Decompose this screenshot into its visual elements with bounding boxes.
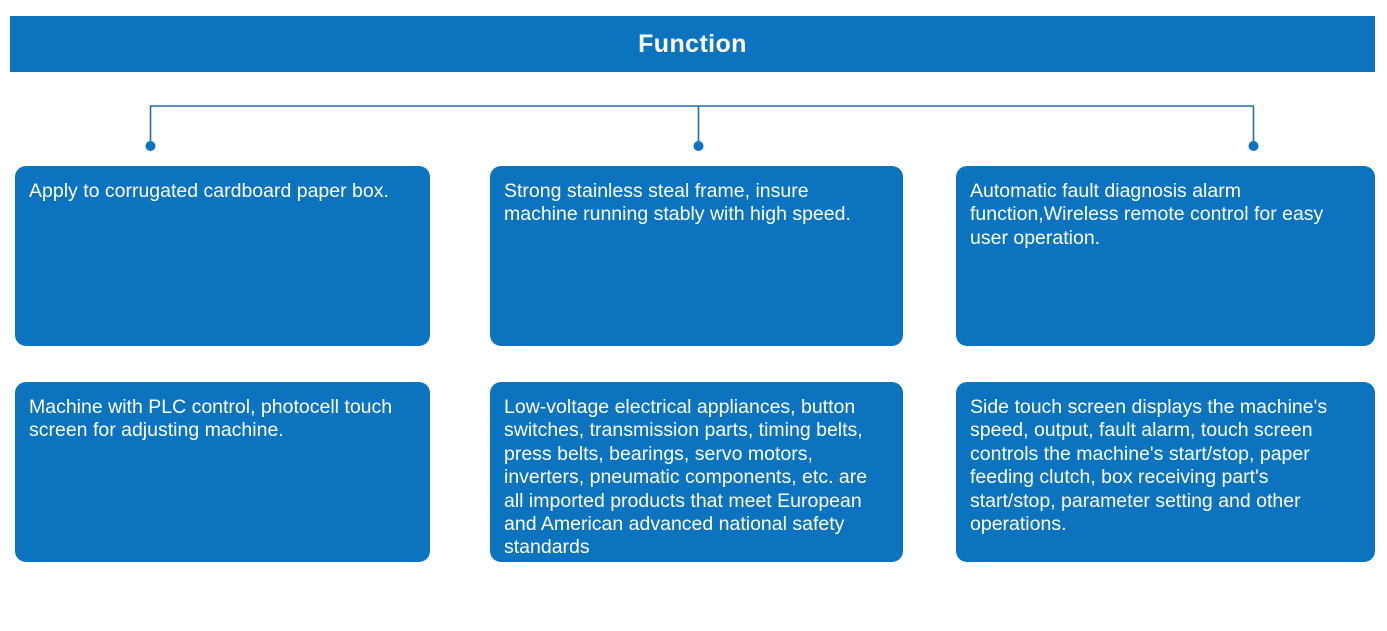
feature-card-text: Low-voltage electrical appliances, butto… xyxy=(504,396,868,559)
header-banner: Function xyxy=(10,16,1375,72)
feature-card-fault-diagnosis[interactable]: Automatic fault diagnosis alarm function… xyxy=(956,166,1375,346)
page-title: Function xyxy=(638,29,747,58)
feature-card-apply-cardboard[interactable]: Apply to corrugated cardboard paper box. xyxy=(15,166,430,346)
feature-card-side-touch-screen[interactable]: Side touch screen displays the machine's… xyxy=(956,382,1375,562)
feature-card-text: Strong stainless steal frame, insure mac… xyxy=(504,180,851,226)
feature-card-plc-control[interactable]: Machine with PLC control, photocell touc… xyxy=(15,382,430,562)
feature-card-text: Automatic fault diagnosis alarm function… xyxy=(970,180,1324,249)
feature-card-text: Machine with PLC control, photocell touc… xyxy=(29,396,393,442)
feature-card-imported-components[interactable]: Low-voltage electrical appliances, butto… xyxy=(490,382,903,562)
feature-card-text: Apply to corrugated cardboard paper box. xyxy=(29,180,389,202)
feature-card-stainless-frame[interactable]: Strong stainless steal frame, insure mac… xyxy=(490,166,903,346)
feature-card-text: Side touch screen displays the machine's… xyxy=(970,396,1328,535)
